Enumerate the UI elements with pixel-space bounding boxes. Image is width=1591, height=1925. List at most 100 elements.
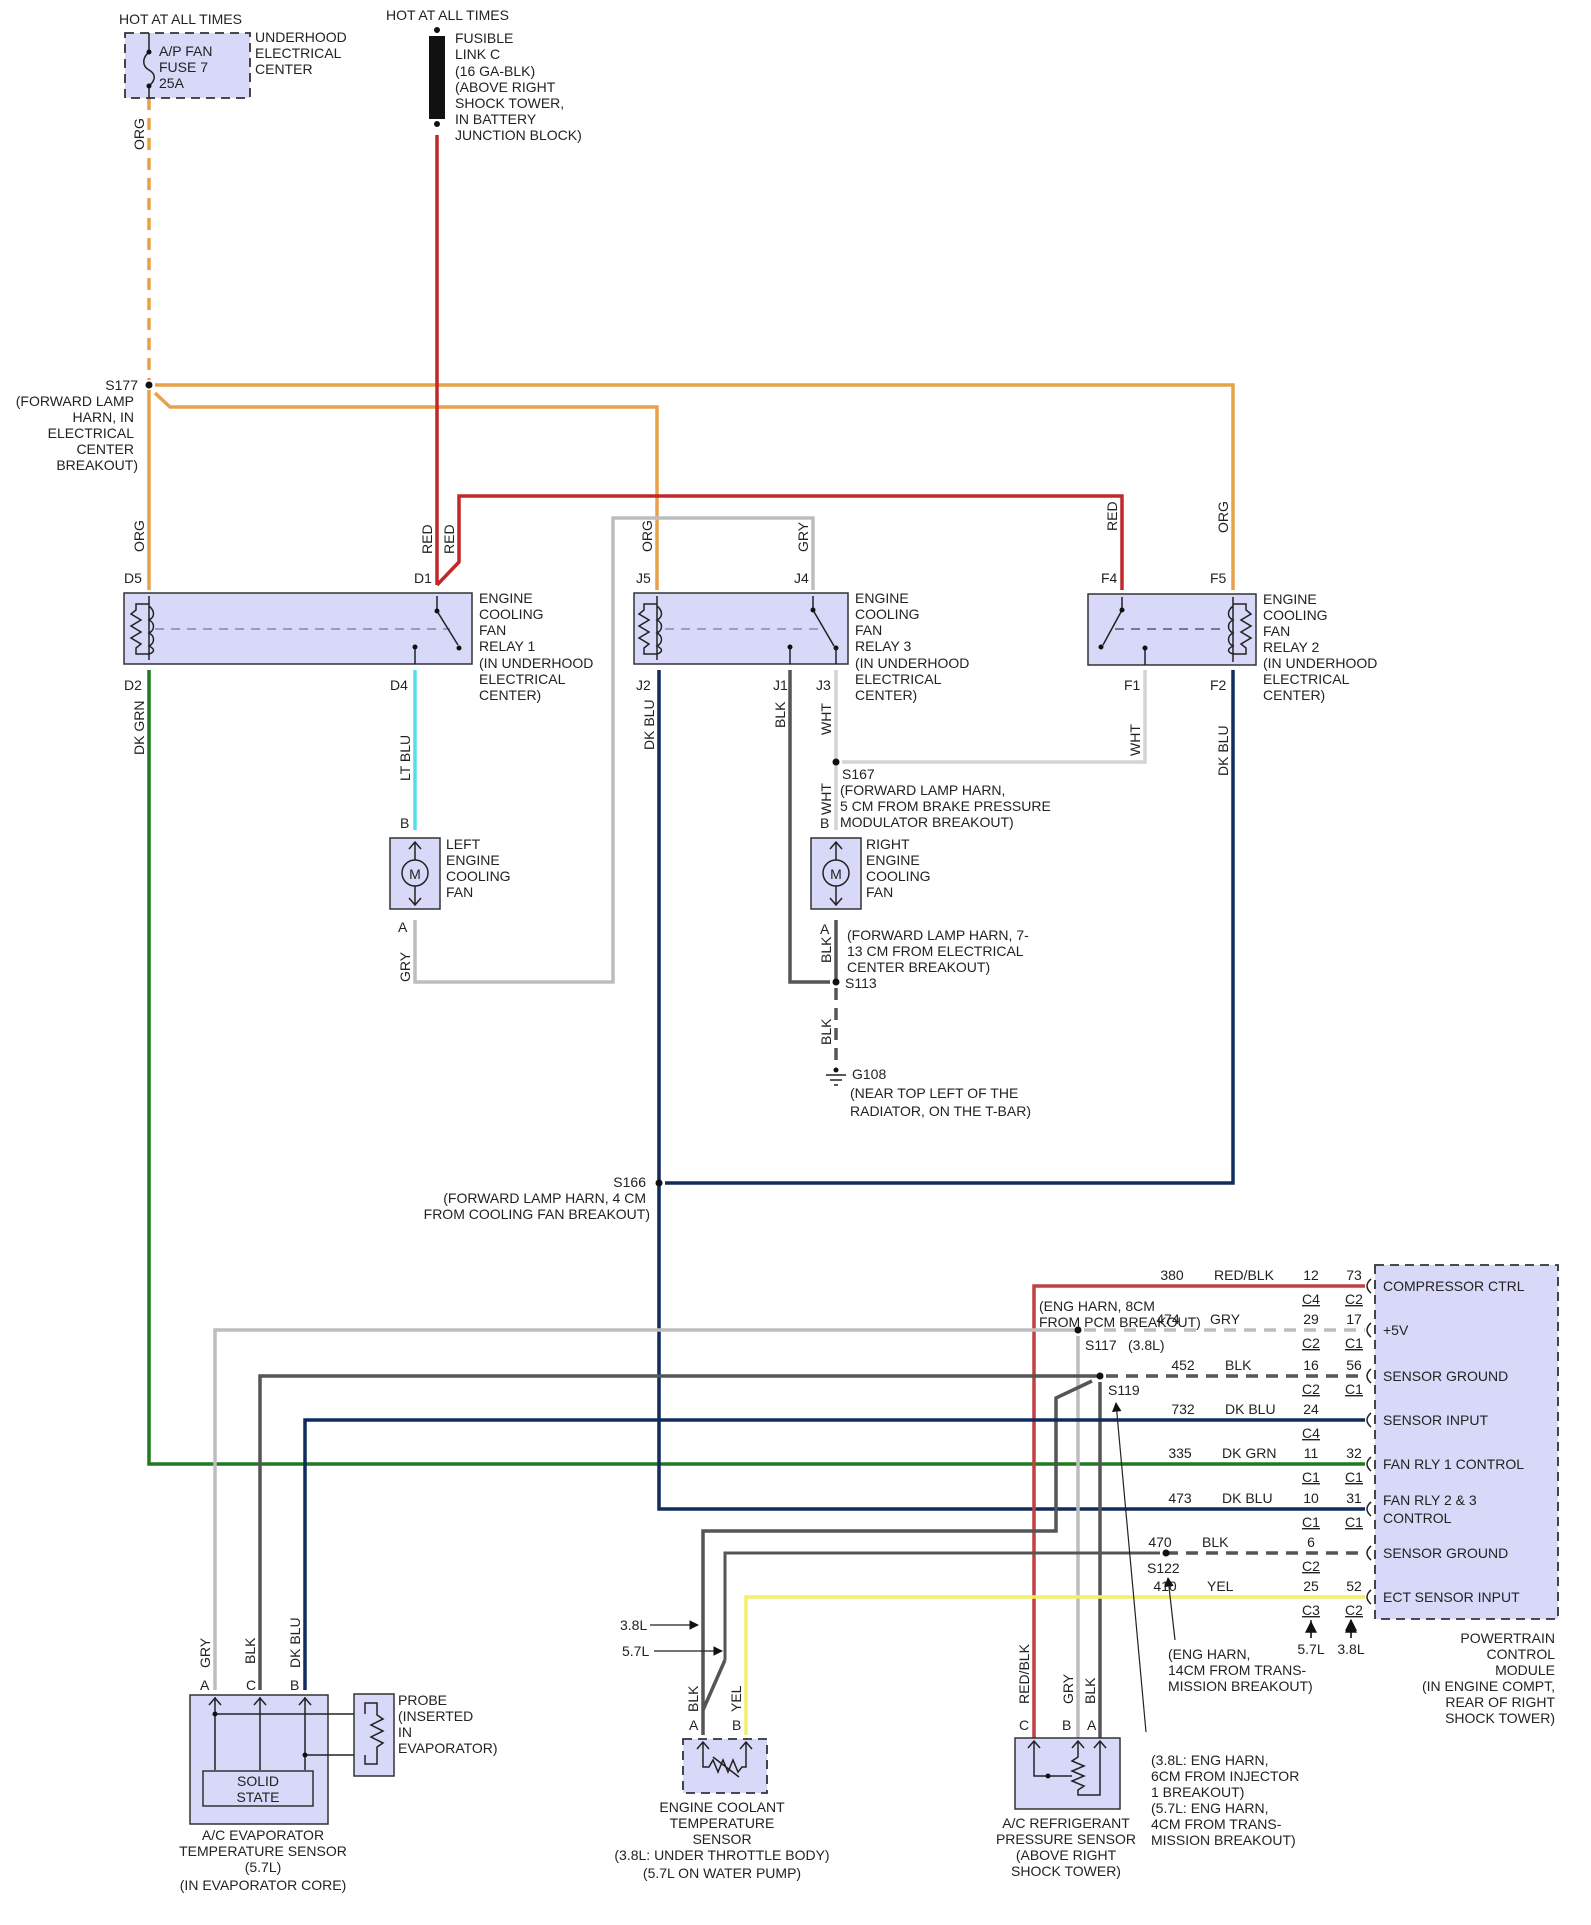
relay-3: J5 J4 J2 J1 J3 ENGINE COOLING FAN RELAY …: [633, 570, 969, 703]
svg-text:WHT: WHT: [1127, 724, 1143, 756]
wire-red-f4: [435, 494, 1124, 590]
pcm-pin-a: 16: [1303, 1357, 1319, 1373]
fuse-hot-label: HOT AT ALL TIMES: [119, 11, 242, 27]
ect-engine-38: 3.8L: [620, 1617, 647, 1633]
wire-gry-474: [213, 1328, 1078, 1690]
splice-s117-label: (ENG HARN, 8CM FROM PCM BREAKOUT) S117 (…: [1039, 1298, 1201, 1353]
svg-text:FROM PCM BREAKOUT): FROM PCM BREAKOUT): [1039, 1314, 1201, 1330]
svg-text:POWERTRAIN: POWERTRAIN: [1460, 1630, 1555, 1646]
wire-blk-j1: [788, 670, 830, 984]
pcm-function-label: SENSOR GROUND: [1383, 1545, 1508, 1561]
left-fan: M B A LEFT ENGINE COOLING FAN: [389, 815, 511, 935]
pcm-terminal-icon: [1366, 1322, 1372, 1338]
pcm-function-label: SENSOR INPUT: [1383, 1412, 1488, 1428]
svg-text:LEFT: LEFT: [446, 836, 481, 852]
svg-text:(ENG HARN, 8CM: (ENG HARN, 8CM: [1039, 1298, 1155, 1314]
svg-text:STATE: STATE: [236, 1789, 279, 1805]
svg-text:ENGINE: ENGINE: [446, 852, 500, 868]
svg-text:ELECTRICAL: ELECTRICAL: [1263, 671, 1350, 687]
pressure-pin-a: A: [1087, 1717, 1097, 1733]
svg-text:14CM FROM TRANS-: 14CM FROM TRANS-: [1168, 1662, 1307, 1678]
svg-text:(FORWARD LAMP HARN, 7-: (FORWARD LAMP HARN, 7-: [847, 927, 1029, 943]
svg-text:SHOCK TOWER,: SHOCK TOWER,: [455, 95, 564, 111]
pcm-circuit-number: 732: [1171, 1401, 1195, 1417]
pcm-connector-b: C1: [1345, 1381, 1363, 1397]
wire-blk-s119-ect: [701, 1379, 1093, 1735]
svg-text:13 CM FROM ELECTRICAL: 13 CM FROM ELECTRICAL: [847, 943, 1024, 959]
pin-d5: D5: [124, 570, 142, 586]
fuse-label-line: 25A: [159, 75, 185, 91]
splice-s119-dot: [1096, 1372, 1104, 1380]
pressure-sensor-box: [1014, 1737, 1121, 1810]
fusible-link-top-dot: [434, 27, 440, 33]
pcm-wire-color: GRY: [1210, 1311, 1241, 1327]
pcm-function-label: SENSOR GROUND: [1383, 1368, 1508, 1384]
wire-dkblu-f2: [665, 670, 1235, 1185]
pcm-engine-38: 3.8L: [1337, 1641, 1364, 1657]
pin-f1: F1: [1124, 677, 1141, 693]
svg-text:(FORWARD LAMP: (FORWARD LAMP: [16, 393, 134, 409]
svg-text:5 CM FROM BRAKE PRESSURE: 5 CM FROM BRAKE PRESSURE: [840, 798, 1051, 814]
wire-dkblu-732: [303, 1418, 1365, 1690]
svg-text:GRY: GRY: [1060, 1673, 1076, 1704]
svg-text:TEMPERATURE SENSOR: TEMPERATURE SENSOR: [179, 1843, 347, 1859]
evap-pin-a: A: [200, 1677, 210, 1693]
svg-text:FAN: FAN: [866, 884, 893, 900]
svg-text:COOLING: COOLING: [479, 606, 544, 622]
pcm-connector-a: C2: [1302, 1558, 1320, 1574]
splice-s166-dot: [655, 1179, 663, 1187]
svg-text:M: M: [409, 866, 421, 882]
relay-3-label: ENGINE COOLING FAN RELAY 3 (IN UNDERHOOD…: [855, 590, 969, 703]
svg-text:(ENG HARN,: (ENG HARN,: [1168, 1646, 1250, 1662]
svg-text:WHT: WHT: [818, 783, 834, 815]
wire-org-f5: [155, 383, 1235, 590]
right-fan-pin-a: A: [820, 921, 830, 937]
pcm-terminal-icon: [1366, 1456, 1372, 1472]
pressure-pin-b: B: [1062, 1717, 1071, 1733]
pin-f5: F5: [1210, 570, 1227, 586]
svg-text:RIGHT: RIGHT: [866, 836, 910, 852]
svg-text:HARN, IN: HARN, IN: [73, 409, 134, 425]
evap-pin-c: C: [246, 1677, 256, 1693]
pcm-circuit-number: 410: [1153, 1578, 1177, 1594]
pcm-pin-a: 10: [1303, 1490, 1319, 1506]
pin-j5: J5: [636, 570, 651, 586]
pcm-terminal-icon: [1366, 1368, 1372, 1384]
fuse-icon: [143, 33, 155, 98]
splice-s177-label: S177 (FORWARD LAMP HARN, IN ELECTRICAL C…: [16, 377, 138, 473]
svg-text:GRY: GRY: [397, 951, 413, 982]
link-hot-label: HOT AT ALL TIMES: [386, 7, 509, 23]
right-fan-label: RIGHT ENGINE COOLING FAN: [866, 836, 931, 900]
svg-text:SHOCK TOWER): SHOCK TOWER): [1011, 1863, 1121, 1879]
right-fan-pin-b: B: [820, 815, 829, 831]
relay-2: F4 F5 F1 F2 ENGINE COOLING FAN RELAY 2 (…: [1087, 570, 1377, 703]
svg-text:ENGINE COOLANT: ENGINE COOLANT: [659, 1799, 785, 1815]
pcm-box: [1374, 1264, 1559, 1620]
pcm-wire-color: YEL: [1207, 1578, 1234, 1594]
svg-text:DK BLU: DK BLU: [641, 699, 657, 750]
pcm-pin-a: 12: [1303, 1267, 1319, 1283]
pcm-circuit-number: 473: [1168, 1490, 1192, 1506]
fuse-label-line: FUSE 7: [159, 59, 208, 75]
svg-text:RED: RED: [419, 524, 435, 554]
svg-text:EVAPORATOR): EVAPORATOR): [398, 1740, 498, 1756]
pin-d4: D4: [390, 677, 408, 693]
svg-text:G108: G108: [852, 1066, 886, 1082]
svg-text:4CM FROM TRANS-: 4CM FROM TRANS-: [1151, 1816, 1282, 1832]
svg-text:(IN EVAPORATOR CORE): (IN EVAPORATOR CORE): [180, 1877, 346, 1893]
splice-s122-dot: [1162, 1549, 1170, 1557]
pcm-pin-b: 56: [1346, 1357, 1362, 1373]
pcm-function-label: +5V: [1383, 1322, 1409, 1338]
svg-text:MISSION BREAKOUT): MISSION BREAKOUT): [1168, 1678, 1313, 1694]
svg-text:BREAKOUT): BREAKOUT): [56, 457, 138, 473]
pcm-function-label: FAN RLY 2 & 3: [1383, 1492, 1477, 1508]
right-fan: M B A RIGHT ENGINE COOLING FAN: [810, 815, 931, 937]
pcm-connector-b: C2: [1345, 1291, 1363, 1307]
pcm-connector-b: C1: [1345, 1514, 1363, 1530]
ect-sensor-label: ENGINE COOLANT TEMPERATURE SENSOR (3.8L:…: [614, 1799, 829, 1881]
relay-2-label: ENGINE COOLING FAN RELAY 2 (IN UNDERHOOD…: [1263, 591, 1377, 703]
